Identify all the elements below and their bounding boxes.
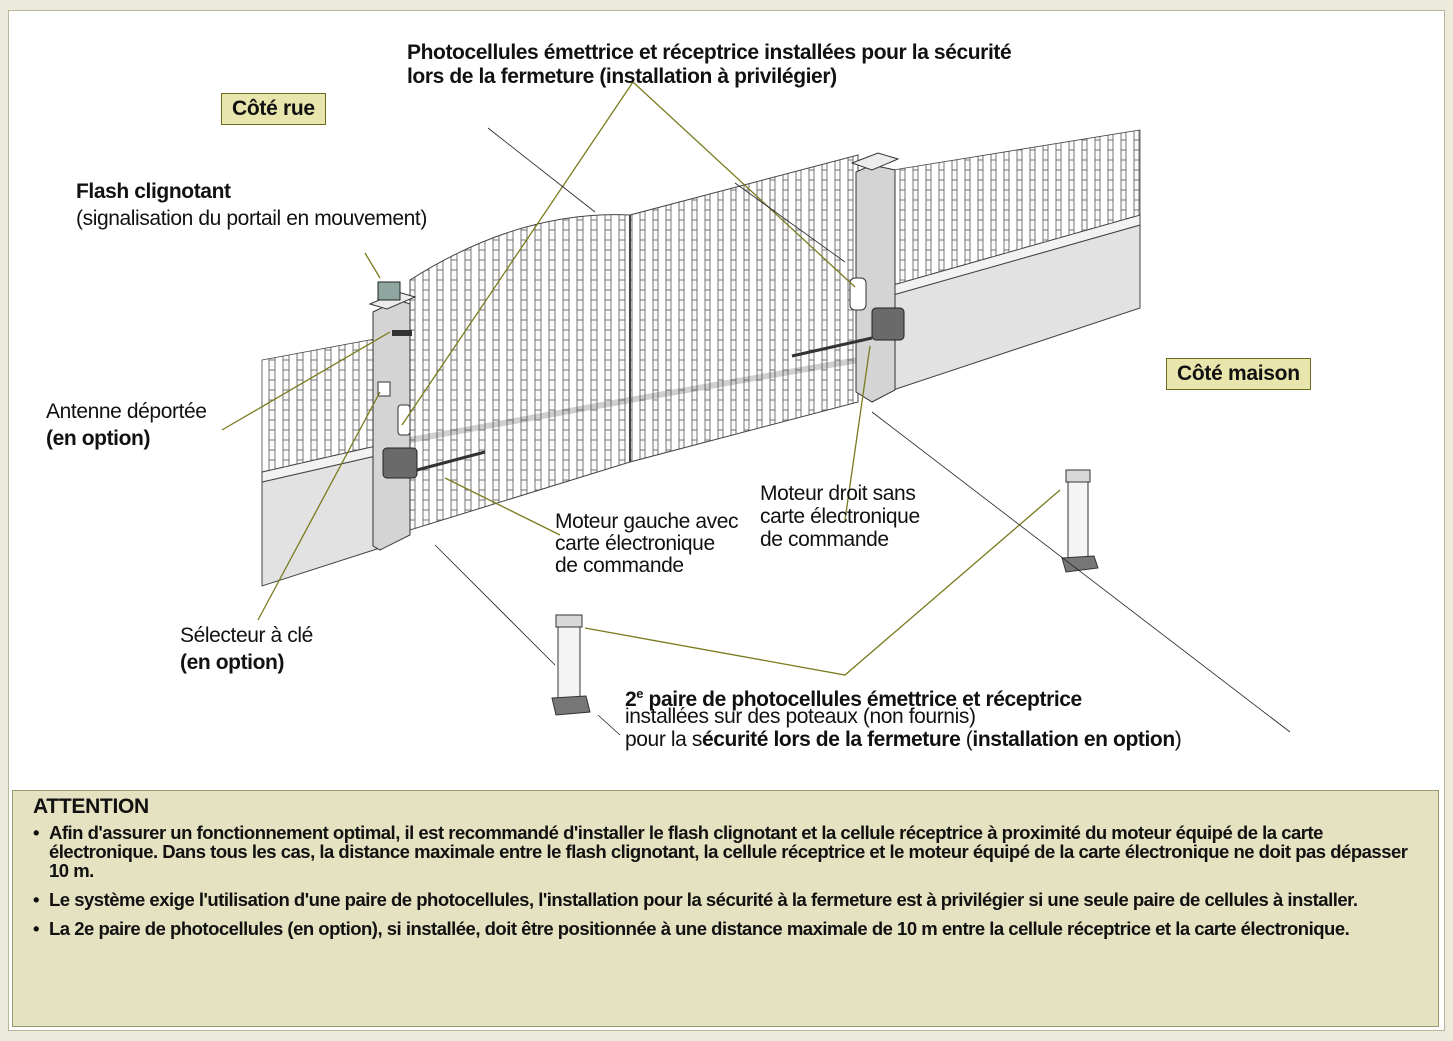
flash-title: Flash clignotant	[76, 180, 231, 203]
selecteur-option: (en option)	[180, 651, 285, 674]
cote-maison-tag: Côté maison	[1166, 358, 1311, 390]
moteur-droit-line1: Moteur droit sans	[760, 482, 916, 505]
guide-lines	[434, 127, 1291, 736]
photocells-title-line2: lors de la fermeture (installation à pri…	[407, 65, 837, 88]
flash-subtitle: (signalisation du portail en mouvement)	[76, 207, 427, 230]
paire2-line3: pour la sécurité lors de la fermeture (i…	[625, 728, 1182, 751]
attention-box: ATTENTION Afin d'assurer un fonctionneme…	[12, 790, 1439, 1027]
attention-item: La 2e paire de photocellules (en option)…	[33, 919, 1428, 938]
left-wall	[261, 337, 381, 587]
left-pillar	[368, 281, 486, 551]
antenne-label: Antenne déportée	[46, 400, 207, 423]
selecteur-label: Sélecteur à clé	[180, 624, 313, 647]
paire2-line2: installées sur des poteaux (non fournis)	[625, 705, 976, 728]
photocell-post-back	[1061, 469, 1099, 573]
attention-title: ATTENTION	[33, 795, 149, 818]
cote-rue-tag: Côté rue	[221, 93, 326, 125]
moteur-droit-line3: de commande	[760, 528, 889, 551]
attention-item: Le système exige l'utilisation d'une pai…	[33, 890, 1428, 909]
moteur-droit-line2: carte électronique	[760, 505, 920, 528]
moteur-gauche-line1: Moteur gauche avec	[555, 510, 739, 533]
attention-list: Afin d'assurer un fonctionnement optimal…	[33, 823, 1428, 938]
gate-leaves	[409, 154, 859, 531]
antenne-option: (en option)	[46, 427, 151, 450]
photocells-title-line1: Photocellules émettrice et réceptrice in…	[407, 41, 1012, 64]
leader-lines	[221, 81, 1061, 676]
moteur-gauche-line3: de commande	[555, 554, 684, 577]
attention-item: Afin d'assurer un fonctionnement optimal…	[33, 823, 1428, 880]
photocell-post-front	[551, 614, 591, 716]
right-pillar	[791, 152, 905, 403]
paire2-title: 2e paire de photocellules émettrice et r…	[625, 686, 1082, 711]
moteur-gauche-line2: carte électronique	[555, 532, 715, 555]
right-wall	[892, 129, 1141, 391]
gate-illustration	[221, 81, 1291, 736]
